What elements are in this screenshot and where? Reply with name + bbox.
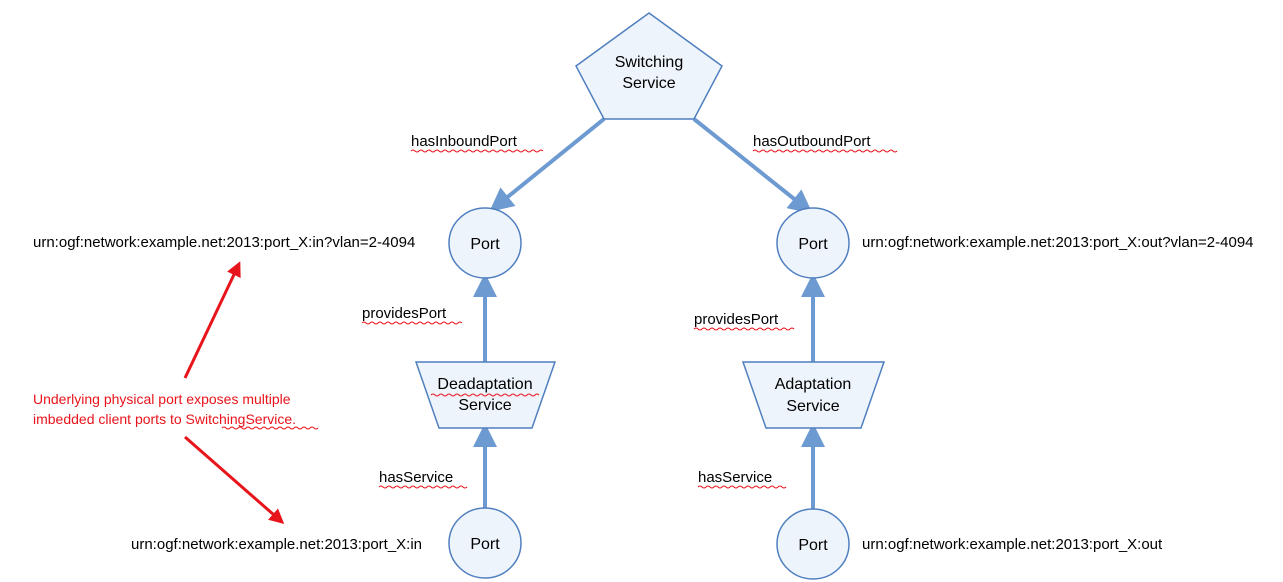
switching-service-node: Switching Service [575, 12, 723, 120]
provides-port-right-label: providesPort [694, 311, 779, 328]
spellcheck-squiggle [430, 393, 540, 397]
spellcheck-squiggle [693, 327, 795, 331]
outbound-port-label: Port [798, 236, 828, 253]
physical-out-port-label: Port [798, 537, 828, 554]
has-service-left-label: hasService [379, 469, 453, 486]
inbound-port-urn: urn:ogf:network:example.net:2013:port_X:… [33, 234, 415, 251]
annotation-arrow-up [183, 261, 241, 379]
spellcheck-squiggle [378, 485, 468, 489]
outbound-port-urn: urn:ogf:network:example.net:2013:port_X:… [862, 234, 1254, 251]
adaptation-service-node: Adaptation Service [741, 361, 886, 429]
has-inbound-port-label: hasInboundPort [411, 133, 518, 150]
annotation-line2: imbedded client ports to SwitchingServic… [33, 411, 296, 427]
physical-out-port-node: Port [776, 508, 850, 580]
provides-port-left-label: providesPort [362, 305, 447, 322]
has-outbound-port-edge [692, 117, 813, 214]
spellcheck-squiggle [410, 149, 544, 153]
has-inbound-port-edge [489, 117, 606, 212]
inbound-port-label: Port [470, 236, 500, 253]
deadaptation-service-node: Deadaptation Service [414, 361, 557, 429]
has-outbound-port-label: hasOutboundPort [753, 133, 871, 150]
annotation-arrow-down [184, 435, 285, 524]
deadaptation-service-label-line2: Service [458, 397, 511, 414]
has-service-right-label: hasService [698, 469, 772, 486]
spellcheck-squiggle [221, 426, 319, 430]
switching-service-label-line1: Switching [615, 54, 683, 71]
deadaptation-service-label-line1: Deadaptation [437, 376, 532, 393]
switching-service-label-line2: Service [622, 75, 675, 92]
adaptation-service-label-line2: Service [786, 398, 839, 415]
outbound-port-node: Port [776, 207, 850, 279]
annotation-line1: Underlying physical port exposes multipl… [33, 391, 291, 407]
spellcheck-squiggle [361, 321, 463, 325]
physical-in-port-node: Port [448, 507, 522, 579]
inbound-port-node: Port [448, 207, 522, 279]
spellcheck-squiggle [697, 485, 787, 489]
physical-out-port-urn: urn:ogf:network:example.net:2013:port_X:… [862, 536, 1163, 553]
adaptation-service-label-line1: Adaptation [775, 376, 852, 393]
spellcheck-squiggle [752, 149, 898, 153]
physical-in-port-urn: urn:ogf:network:example.net:2013:port_X:… [131, 536, 422, 553]
physical-in-port-label: Port [470, 536, 500, 553]
